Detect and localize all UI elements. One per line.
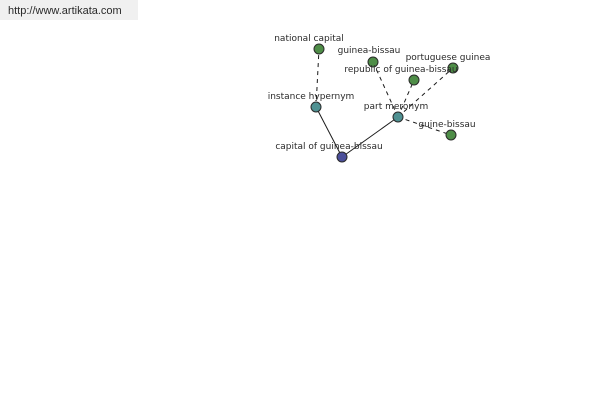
label-portuguese-guinea[interactable]: portuguese guinea [406, 53, 491, 63]
label-national-capital[interactable]: national capital [274, 34, 344, 44]
edge-center-instance [315, 106, 343, 158]
node-national-capital[interactable] [313, 43, 325, 55]
edge-instance-national-capital [315, 48, 320, 108]
node-guinea-bissau[interactable] [367, 56, 379, 68]
label-part-meronym[interactable]: part meronym [364, 102, 428, 112]
node-center[interactable] [336, 151, 348, 163]
graph-labels: capital of guinea-bissau instance hypern… [268, 34, 491, 152]
edge-part-guine-bissau [397, 116, 452, 136]
label-guinea-bissau[interactable]: guinea-bissau [338, 46, 401, 56]
edge-part-guinea-bissau [372, 61, 399, 118]
node-portuguese-guinea[interactable] [447, 62, 459, 74]
node-instance-hypernym[interactable] [310, 101, 322, 113]
site-url[interactable]: http://www.artikata.com [0, 0, 138, 20]
edge-center-part [341, 116, 399, 158]
graph-nodes [310, 43, 459, 163]
edge-part-republic [397, 79, 415, 118]
node-guine-bissau[interactable] [445, 129, 457, 141]
node-part-meronym[interactable] [392, 111, 404, 123]
graph-edges [315, 48, 454, 158]
node-republic-of-guinea-bissau[interactable] [408, 74, 420, 86]
label-republic-of-guinea-bissau[interactable]: republic of guinea-bissau [344, 65, 457, 75]
label-guine-bissau[interactable]: guine-bissau [418, 120, 475, 130]
label-center[interactable]: capital of guinea-bissau [275, 142, 382, 152]
label-instance-hypernym[interactable]: instance hypernym [268, 92, 355, 102]
